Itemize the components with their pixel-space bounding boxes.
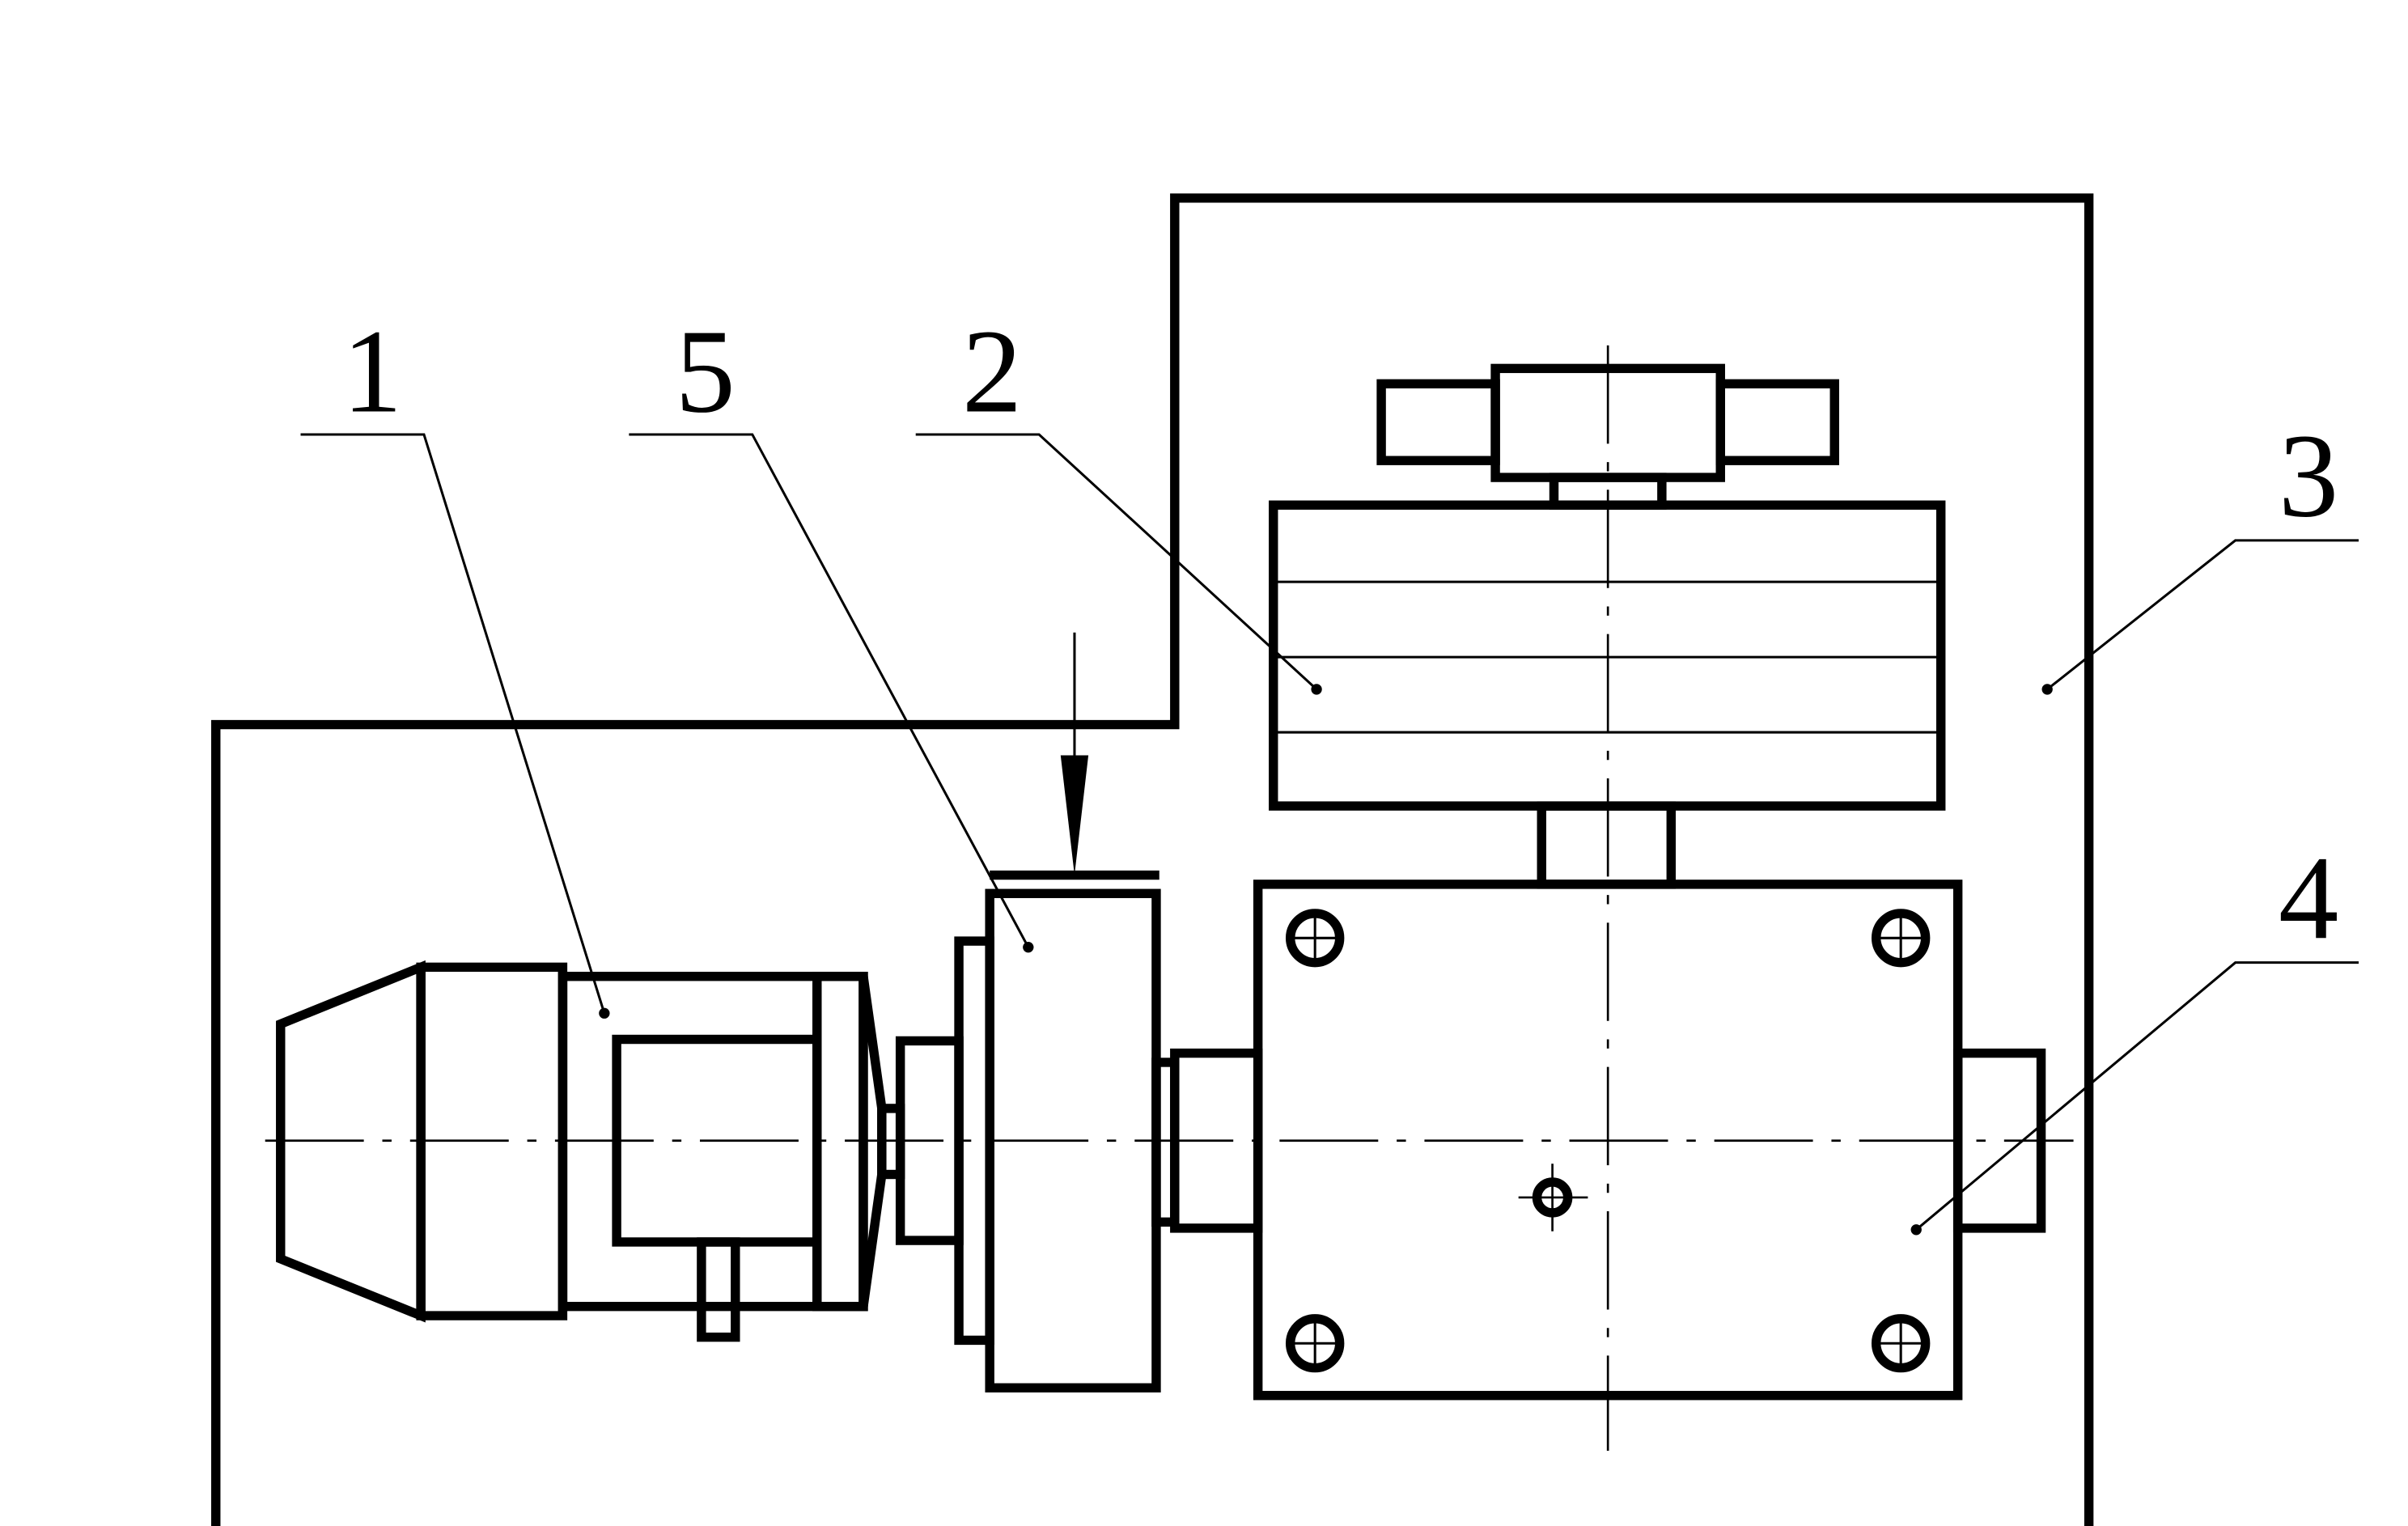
leader-2: [915, 433, 1318, 691]
leader-dot-4: [1910, 1224, 1922, 1236]
gearbox-top-left-shaft: [1376, 379, 1500, 465]
leaders: [300, 433, 2359, 1236]
brake-unit: [954, 632, 1180, 1392]
load-arrow-head: [1060, 755, 1089, 875]
label-motor: 1: [342, 306, 402, 439]
motor-foot: [697, 1237, 740, 1342]
base-box-output-shaft: [1952, 1048, 2046, 1233]
label-gearbox: 2: [962, 306, 1022, 439]
leader-dot-1: [599, 1007, 610, 1019]
gearbox-top-right-shaft: [1715, 379, 1839, 465]
leader-3: [2046, 539, 2359, 691]
bolt-hole-top-left: [1285, 909, 1345, 968]
label-frame: 3: [2279, 410, 2338, 543]
leader-1: [300, 433, 606, 1014]
motor: [276, 960, 887, 1342]
leader-dot-5: [1023, 942, 1034, 953]
gearbox: [1269, 363, 1946, 889]
label-brake: 5: [675, 306, 735, 439]
leader-5: [629, 433, 1030, 948]
bolt-hole-bottom-right: [1871, 1314, 1931, 1373]
frame-outline: [211, 193, 2094, 1526]
leader-dot-3: [2041, 684, 2053, 695]
leader-4: [1915, 961, 2359, 1231]
label-base: 4: [2279, 833, 2338, 965]
bolt-hole-bottom-left: [1285, 1314, 1345, 1373]
bolt-hole-top-right: [1871, 909, 1931, 968]
center-hole: [1532, 1177, 1573, 1218]
leader-dot-2: [1311, 684, 1322, 695]
gearbox-neck: [1537, 801, 1677, 889]
